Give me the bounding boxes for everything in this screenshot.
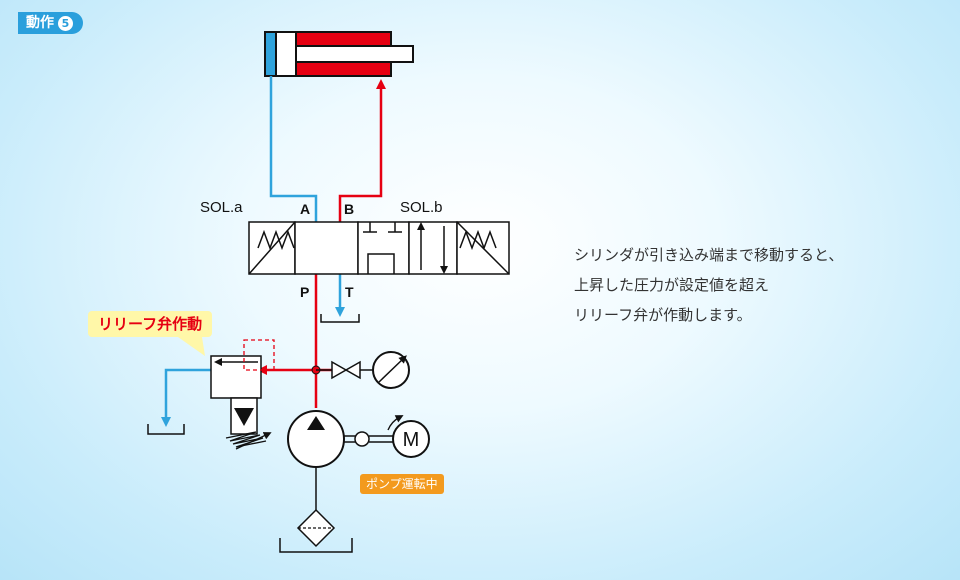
step-label: 動作 (26, 15, 54, 31)
sol-a-label: SOL.a (200, 199, 243, 216)
tank-symbol-pump (279, 538, 353, 553)
pressure-gauge (372, 351, 410, 389)
electric-motor: M (387, 415, 430, 458)
step-badge: 動作 5 (18, 12, 83, 34)
step-number: 5 (58, 15, 73, 31)
description-line: シリンダが引き込み端まで移動すると、 (574, 246, 844, 264)
relief-valve-callout: リリーフ弁作動 (88, 311, 213, 337)
port-b-label: B (344, 201, 354, 217)
tank-symbol-relief (147, 424, 185, 435)
motor-label: M (403, 429, 420, 451)
port-p-label: P (300, 284, 309, 300)
callout-pointer (178, 337, 205, 356)
hydraulic-cylinder (264, 31, 414, 77)
valve-center-symbols (363, 222, 448, 274)
relief-valve (210, 339, 275, 450)
description-line: リリーフ弁が作動します。 (574, 306, 752, 324)
suction-filter (296, 508, 336, 548)
pump-running-badge: ポンプ運転中 (360, 474, 444, 494)
stop-valve (316, 360, 373, 380)
port-t-label: T (345, 284, 354, 300)
port-a-label: A (300, 201, 310, 217)
directional-control-valve (248, 221, 510, 275)
coupling-shaft (344, 431, 393, 447)
hydraulic-pump (287, 410, 345, 510)
description-text: シリンダが引き込み端まで移動すると、 上昇した圧力が設定値を超え リリーフ弁が作… (574, 240, 934, 330)
sol-b-label: SOL.b (400, 199, 443, 216)
tank-symbol-t (320, 314, 360, 323)
description-line: 上昇した圧力が設定値を超え (574, 276, 770, 294)
